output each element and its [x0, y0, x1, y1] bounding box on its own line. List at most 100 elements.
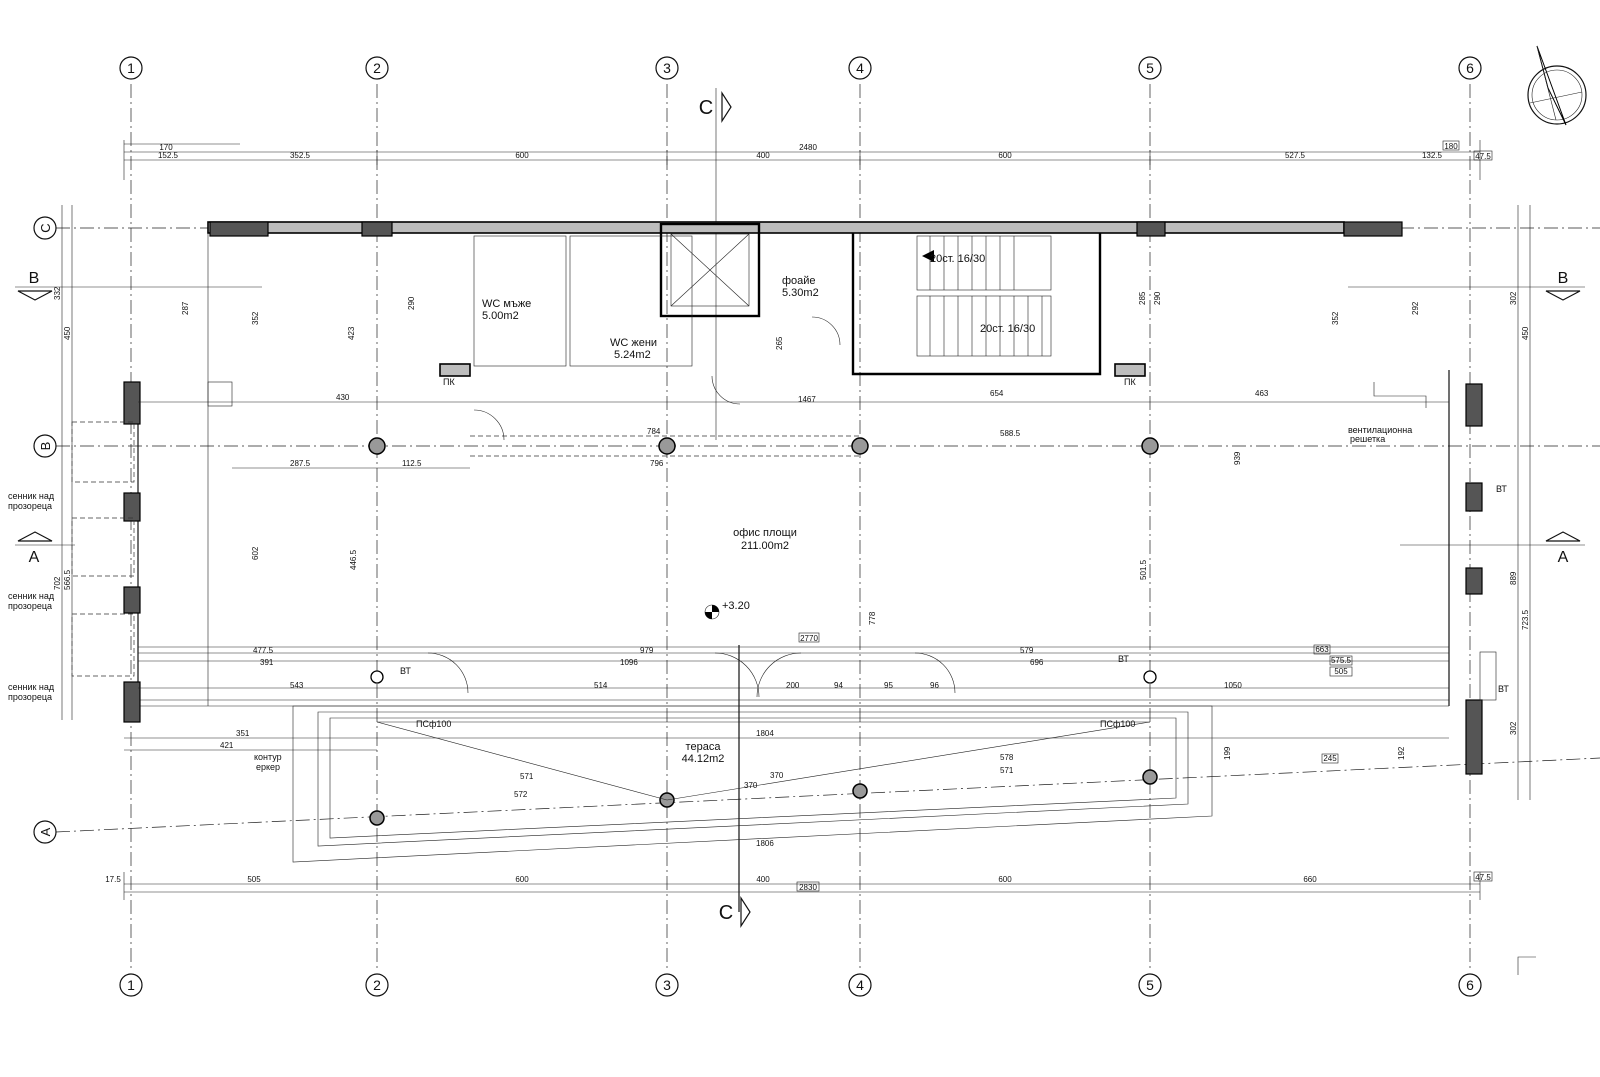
dim-501: 501.5	[1139, 559, 1148, 580]
terrace-label: тераса	[686, 741, 722, 753]
axis-label-2-bottom: 2	[373, 977, 381, 993]
bay-contour-line2: еркер	[256, 762, 280, 772]
dim-left-702: 702	[53, 576, 62, 590]
canopy-1-line1: сенник над	[8, 491, 55, 501]
terrace-area: 44.12m2	[682, 753, 725, 765]
dim-290: 290	[407, 296, 416, 310]
dim-left-332: 332	[53, 286, 62, 300]
dim-top-152: 152.5	[158, 151, 179, 160]
dim-421: 421	[220, 741, 234, 750]
dim-505: 505	[1334, 667, 1348, 676]
dim-96: 96	[930, 681, 939, 690]
dim-1050: 1050	[1224, 681, 1242, 690]
vt-label-2: ВТ	[1118, 654, 1129, 664]
dim-352b: 352	[1331, 311, 1340, 325]
dim-right-302: 302	[1509, 291, 1518, 305]
dim-top-352: 352.5	[290, 151, 311, 160]
dim-602: 602	[251, 546, 260, 560]
axis-label-3-bottom: 3	[663, 977, 671, 993]
axis-label-2-top: 2	[373, 60, 381, 76]
psf-right: ПСф100	[1100, 719, 1135, 729]
section-mark-c: C C	[699, 88, 751, 929]
dim-top-600b: 600	[998, 151, 1012, 160]
wc-men-area: 5.00m2	[482, 310, 519, 322]
dim-370b: 370	[770, 771, 784, 780]
dim-bottom-600b: 600	[998, 875, 1012, 884]
dim-192: 192	[1397, 746, 1406, 760]
dim-351: 351	[236, 729, 250, 738]
dim-112: 112.5	[402, 459, 422, 468]
dim-top-132: 132.5	[1422, 151, 1443, 160]
dim-784: 784	[647, 427, 661, 436]
dim-430: 430	[336, 393, 350, 402]
dim-514: 514	[594, 681, 608, 690]
dim-543: 543	[290, 681, 304, 690]
dim-right-302b: 302	[1509, 721, 1518, 735]
axis-label-3-top: 3	[663, 60, 671, 76]
dim-292: 292	[1411, 301, 1420, 315]
dim-bottom-660: 660	[1303, 875, 1317, 884]
dim-571b: 571	[1000, 766, 1014, 775]
terrace-dimensions: 477.5 979 579 2770 663 575.5 505 391 109…	[124, 632, 1449, 848]
wc-women-label: WC жени	[610, 337, 657, 349]
dim-588: 588.5	[1000, 429, 1021, 438]
axis-label-1-bottom: 1	[127, 977, 135, 993]
axis-label-b: B	[38, 442, 53, 451]
dim-top-600a: 600	[515, 151, 529, 160]
axis-label-c: C	[38, 223, 53, 232]
dim-575: 575.5	[1331, 656, 1352, 665]
dim-bottom-total-box: 2830	[799, 883, 817, 892]
dim-right-450: 450	[1521, 326, 1530, 340]
level-mark-text: +3.20	[722, 600, 750, 612]
section-c-bottom-label: C	[719, 902, 733, 924]
canopy-2-line1: сенник над	[8, 591, 55, 601]
interior-dimensions: 430 654 463 1467 784 588.5 796 287.5 112…	[138, 291, 1449, 625]
psf-left: ПСф100	[416, 719, 451, 729]
dim-bottom-17: 17.5	[105, 875, 121, 884]
dim-265: 265	[775, 336, 784, 350]
vt-label-4: ВТ	[1498, 684, 1509, 694]
dim-477: 477.5	[253, 646, 274, 655]
section-mark-b: B B	[15, 270, 1585, 301]
foyer-label: фоайе	[782, 275, 816, 287]
pk-right: ПК	[1124, 377, 1136, 387]
wc-men-label: WC мъже	[482, 298, 531, 310]
dim-199: 199	[1223, 746, 1232, 760]
dim-top-400: 400	[756, 151, 770, 160]
corner-mark	[1517, 956, 1536, 975]
dim-663: 663	[1315, 645, 1329, 654]
vent-line2: решетка	[1350, 434, 1385, 444]
dim-285: 285	[1138, 291, 1147, 305]
axis-label-a: A	[38, 827, 53, 836]
office-area: 211.00m2	[741, 540, 789, 552]
axis-label-4-bottom: 4	[856, 977, 864, 993]
section-a-left-label: A	[29, 549, 40, 566]
dim-right-889: 889	[1509, 571, 1518, 585]
dim-939: 939	[1233, 451, 1242, 465]
dim-290b: 290	[1153, 291, 1162, 305]
dim-1804: 1804	[756, 729, 774, 738]
level-mark-icon	[704, 604, 720, 620]
dim-287b: 287	[181, 301, 190, 315]
dim-2770: 2770	[800, 634, 818, 643]
dim-463: 463	[1255, 389, 1269, 398]
dim-578: 578	[1000, 753, 1014, 762]
dim-top-total: 2480	[799, 143, 817, 152]
room-labels: WC мъже 5.00m2 WC жени 5.24m2 фоайе 5.30…	[482, 253, 1035, 765]
vent-line1: вентилационна	[1348, 425, 1412, 435]
dim-423: 423	[347, 326, 356, 340]
canopy-2-line2: прозореца	[8, 601, 52, 611]
dim-right-723: 723.5	[1521, 609, 1530, 630]
dim-579: 579	[1020, 646, 1034, 655]
stair-upper-label: 20ст. 16/30	[930, 253, 985, 265]
pk-left: ПК	[443, 377, 455, 387]
building-walls	[71, 221, 1497, 775]
dim-left-566: 566.5	[63, 569, 72, 590]
column-bubbles-bottom: 1 2 3 4 5 6	[119, 973, 1482, 997]
dim-778: 778	[868, 611, 877, 625]
north-arrow-icon	[1527, 45, 1587, 126]
wc-women-area: 5.24m2	[614, 349, 651, 361]
canopy-1-line2: прозореца	[8, 501, 52, 511]
axis-label-4-top: 4	[856, 60, 864, 76]
dim-top-527: 527.5	[1285, 151, 1306, 160]
